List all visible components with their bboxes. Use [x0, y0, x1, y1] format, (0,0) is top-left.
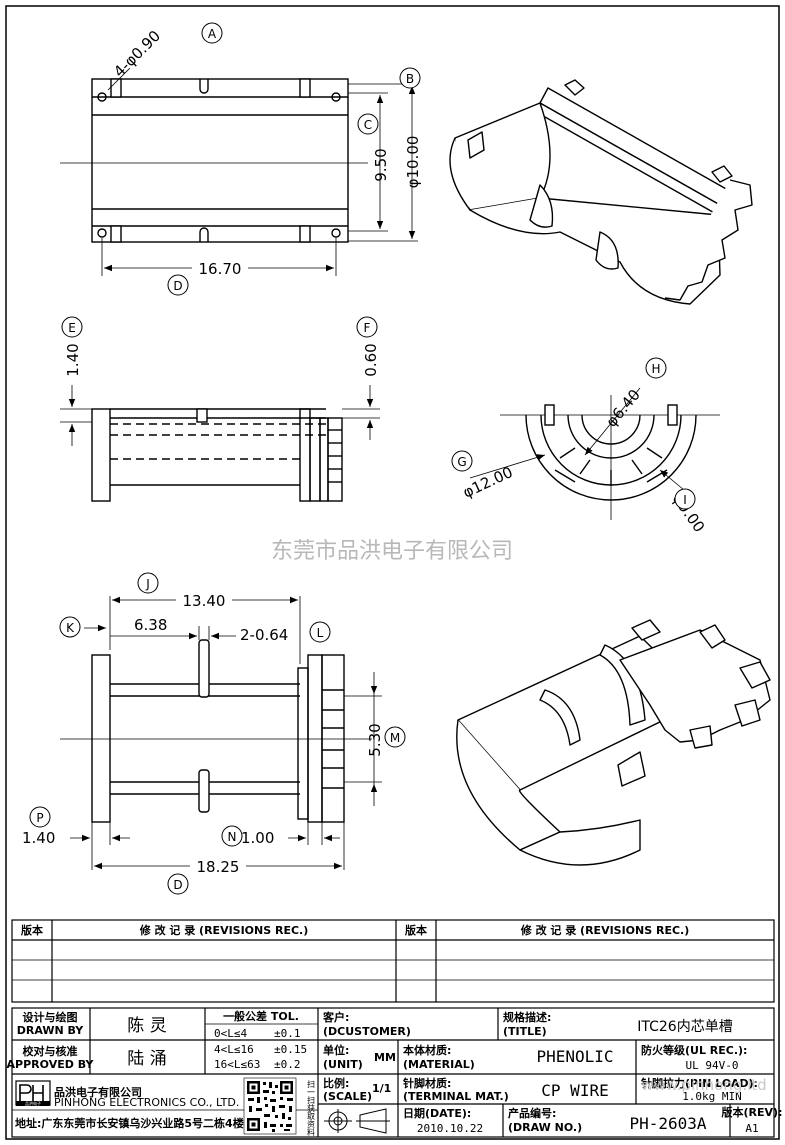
rev-value: A1	[745, 1122, 758, 1135]
side-view	[60, 385, 380, 502]
material-value: PHENOLIC	[536, 1047, 613, 1066]
callout-l: L	[317, 626, 324, 640]
rev-col-rec-left: 修 改 记 录 (REVISIONS REC.)	[139, 923, 309, 937]
drawn-by-value: 陈 灵	[127, 1016, 166, 1036]
checked-label: 校对与核准	[23, 1044, 78, 1058]
scale-label: 比例:	[323, 1076, 349, 1090]
dim-13-40: 13.40	[183, 592, 226, 610]
callout-j: J	[145, 577, 150, 591]
callout-p: P	[36, 811, 43, 825]
draw-no-value: PH-2603A	[629, 1114, 706, 1133]
tol-title: 一般公差 TOL.	[223, 1009, 299, 1023]
site-watermark: www.pinhong.ltd	[641, 1076, 766, 1094]
fire-value: UL 94V-0	[686, 1059, 739, 1072]
dim-1-40: 1.40	[64, 343, 82, 376]
callout-b: B	[406, 72, 414, 86]
qr-code-icon	[243, 1077, 297, 1135]
callout-a: A	[208, 27, 217, 41]
company-name-en: PINHONG ELECTRONICS CO., LTD.	[54, 1096, 239, 1109]
rev-col-ver-left: 版本	[21, 923, 43, 937]
title-label: 规格描述:	[503, 1010, 551, 1024]
callout-m: M	[390, 731, 400, 745]
dim-5-30: 5.30	[366, 723, 384, 756]
dim-18-25: 18.25	[197, 858, 240, 876]
drawn-by-label: DRAWN BY	[17, 1024, 85, 1037]
callout-c: C	[364, 118, 372, 132]
dim-dia-10: φ10.00	[404, 136, 422, 189]
fire-label: 防火等级(UL REC.):	[641, 1043, 747, 1057]
callout-i: I	[683, 493, 687, 507]
draw-no-label: 产品编号:	[508, 1106, 556, 1120]
scale-en: (SCALE)	[323, 1090, 372, 1103]
part-title: ITC26内芯单槽	[637, 1019, 732, 1035]
draw-no-en: (DRAW NO.)	[508, 1121, 582, 1134]
callout-d: D	[173, 279, 182, 293]
logo-subtext: 品洪电子	[25, 1100, 41, 1106]
dim-16-70: 16.70	[199, 260, 242, 278]
tol-value-1: ±0.1	[274, 1027, 301, 1040]
callout-n: N	[228, 830, 237, 844]
end-view	[469, 387, 720, 520]
dim-6-38: 6.38	[134, 616, 167, 634]
dim-1-00: 1.00	[241, 829, 274, 847]
title-block	[11, 1007, 775, 1138]
front-view	[60, 596, 382, 870]
title-en: (TITLE)	[503, 1025, 547, 1038]
callout-d2: D	[173, 878, 182, 892]
rev-col-ver-right: 版本	[405, 923, 427, 937]
tol-value-2: ±0.15	[274, 1043, 307, 1056]
material-label: 本体材质:	[403, 1043, 451, 1057]
approved-by-value: 陆 涌	[127, 1049, 166, 1069]
tol-range-3: 16<L≤63	[214, 1058, 260, 1071]
tol-range-1: 0<L≤4	[214, 1027, 247, 1040]
dim-dia-6-40: φ6.40	[602, 386, 644, 431]
scale-value: 1/1	[372, 1082, 391, 1095]
unit-en: (UNIT)	[323, 1058, 363, 1071]
revisions-table	[11, 919, 775, 1003]
callouts	[29, 22, 696, 895]
dim-holes: 4-φ0.90	[110, 27, 164, 81]
tol-value-3: ±0.2	[274, 1058, 301, 1071]
dim-pins: 2-0.64	[240, 626, 288, 644]
customer-en: (DCUSTOMER)	[323, 1025, 411, 1038]
rev-col-rec-right: 修 改 记 录 (REVISIONS REC.)	[520, 923, 690, 937]
pin-load-label: 针脚拉力(PIN LOAD):	[641, 1076, 758, 1090]
iso-view-2	[456, 619, 771, 866]
tol-range-2: 4<L≤16	[214, 1043, 254, 1056]
callout-h: H	[651, 362, 660, 376]
terminal-value: CP WIRE	[541, 1081, 608, 1100]
approved-label: APPROVED BY	[7, 1058, 95, 1071]
callout-letters: A B C D E F H G I J K L M P N D	[36, 27, 686, 892]
material-en: (MATERIAL)	[403, 1058, 475, 1071]
callout-k: K	[66, 621, 75, 635]
dim-9-50: 9.50	[372, 148, 390, 181]
company-logo: 品洪电子	[15, 1080, 51, 1106]
terminal-label: 针脚材质:	[403, 1076, 451, 1090]
rev-label: 版本(REV):	[722, 1105, 783, 1119]
date-label: 日期(DATE):	[403, 1106, 471, 1120]
projection-symbol-icon	[324, 1108, 390, 1134]
unit-label: 单位:	[323, 1043, 349, 1057]
date-value: 2010.10.22	[417, 1122, 483, 1135]
dim-0-60: 0.60	[362, 343, 380, 376]
callout-f: F	[364, 321, 371, 335]
top-view	[60, 67, 418, 276]
iso-view-1	[449, 79, 753, 305]
sheet-border	[5, 5, 780, 1140]
dim-flange-1-40: 1.40	[22, 829, 55, 847]
callout-e: E	[68, 321, 76, 335]
pin-load-value: 1.0kg MIN	[682, 1090, 742, 1103]
customer-label: 客户:	[322, 1010, 349, 1024]
watermark: 东莞市品洪电子有限公司	[271, 539, 513, 564]
qr-caption: 扫一扫获取资料	[307, 1079, 316, 1137]
designed-label: 设计与绘图	[23, 1010, 78, 1024]
company-address: 地址:广东东莞市长安镇乌沙兴业路5号二栋4楼	[15, 1116, 244, 1130]
callout-g: G	[457, 455, 466, 469]
company-name: 品洪电子有限公司	[54, 1085, 142, 1099]
unit-value: MM	[374, 1051, 396, 1064]
terminal-en: (TERMINAL MAT.)	[403, 1090, 509, 1103]
